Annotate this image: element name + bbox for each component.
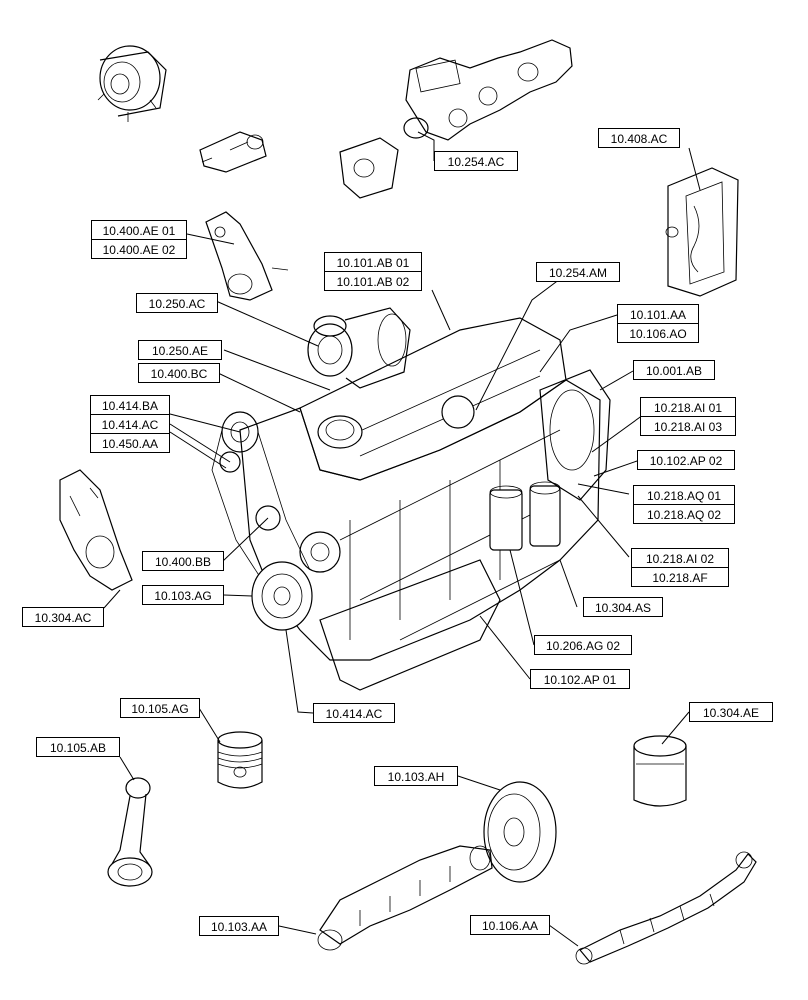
turbocharger-drawing xyxy=(307,307,411,389)
label-10-218-aq-01[interactable]: 10.218.AQ 01 xyxy=(633,485,735,505)
label-10-103-aa[interactable]: 10.103.AA xyxy=(199,916,279,936)
label-10-103-ah[interactable]: 10.103.AH xyxy=(374,766,458,786)
label-10-218-aq-02[interactable]: 10.218.AQ 02 xyxy=(633,504,735,524)
exhaust-manifold-drawing xyxy=(339,39,573,199)
label-10-400-ae-01[interactable]: 10.400.AE 01 xyxy=(91,220,187,240)
label-10-400-bc[interactable]: 10.400.BC xyxy=(138,363,220,383)
label-10-304-as[interactable]: 10.304.AS xyxy=(583,597,663,617)
label-10-414-ba[interactable]: 10.414.BA xyxy=(90,395,170,415)
label-10-450-aa[interactable]: 10.450.AA xyxy=(90,433,170,453)
label-10-304-ac[interactable]: 10.304.AC xyxy=(22,607,104,627)
label-10-218-ai-03[interactable]: 10.218.AI 03 xyxy=(640,416,736,436)
label-10-101-aa[interactable]: 10.101.AA xyxy=(617,304,699,324)
label-10-106-ao[interactable]: 10.106.AO xyxy=(617,323,699,343)
label-10-400-ae-02[interactable]: 10.400.AE 02 xyxy=(91,239,187,259)
connecting-rod-drawing xyxy=(107,777,153,887)
leader-lines xyxy=(103,131,701,947)
camshaft-drawing xyxy=(575,851,757,965)
label-10-250-ac[interactable]: 10.250.AC xyxy=(136,293,218,313)
label-10-105-ab[interactable]: 10.105.AB xyxy=(36,737,120,757)
label-10-304-ae[interactable]: 10.304.AE xyxy=(689,702,773,722)
label-10-101-ab-01[interactable]: 10.101.AB 01 xyxy=(324,252,422,272)
filter-cartridge-drawing xyxy=(633,735,687,807)
starter-drawing xyxy=(199,131,267,173)
damper-drawing xyxy=(483,781,557,883)
label-10-218-ai-01[interactable]: 10.218.AI 01 xyxy=(640,397,736,417)
engine-block-drawing xyxy=(211,317,611,691)
label-10-102-ap-02[interactable]: 10.102.AP 02 xyxy=(637,450,735,470)
bracket-drawing xyxy=(205,211,289,301)
label-10-414-ac-top[interactable]: 10.414.AC xyxy=(90,414,170,434)
label-10-101-ab-02[interactable]: 10.101.AB 02 xyxy=(324,271,422,291)
label-10-106-aa[interactable]: 10.106.AA xyxy=(470,915,550,935)
label-10-408-ac[interactable]: 10.408.AC xyxy=(598,128,680,148)
label-10-102-ap-01[interactable]: 10.102.AP 01 xyxy=(530,669,630,689)
alternator-drawing xyxy=(97,45,167,122)
label-10-105-ag[interactable]: 10.105.AG xyxy=(120,698,200,718)
label-10-254-am[interactable]: 10.254.AM xyxy=(536,262,620,282)
label-10-414-ac-bottom[interactable]: 10.414.AC xyxy=(313,703,395,723)
label-10-218-ai-02[interactable]: 10.218.AI 02 xyxy=(631,548,729,568)
label-10-206-ag-02[interactable]: 10.206.AG 02 xyxy=(534,635,632,655)
label-10-400-bb[interactable]: 10.400.BB xyxy=(142,551,224,571)
crankshaft-drawing xyxy=(317,845,493,951)
oil-cooler-cover-drawing xyxy=(665,167,739,297)
piston-drawing xyxy=(217,731,263,789)
front-cover-drawing xyxy=(59,469,133,591)
label-10-103-ag[interactable]: 10.103.AG xyxy=(142,585,224,605)
label-10-218-af[interactable]: 10.218.AF xyxy=(631,567,729,587)
label-10-254-ac[interactable]: 10.254.AC xyxy=(434,151,518,171)
label-10-001-ab[interactable]: 10.001.AB xyxy=(633,360,715,380)
label-10-250-ae[interactable]: 10.250.AE xyxy=(138,340,222,360)
